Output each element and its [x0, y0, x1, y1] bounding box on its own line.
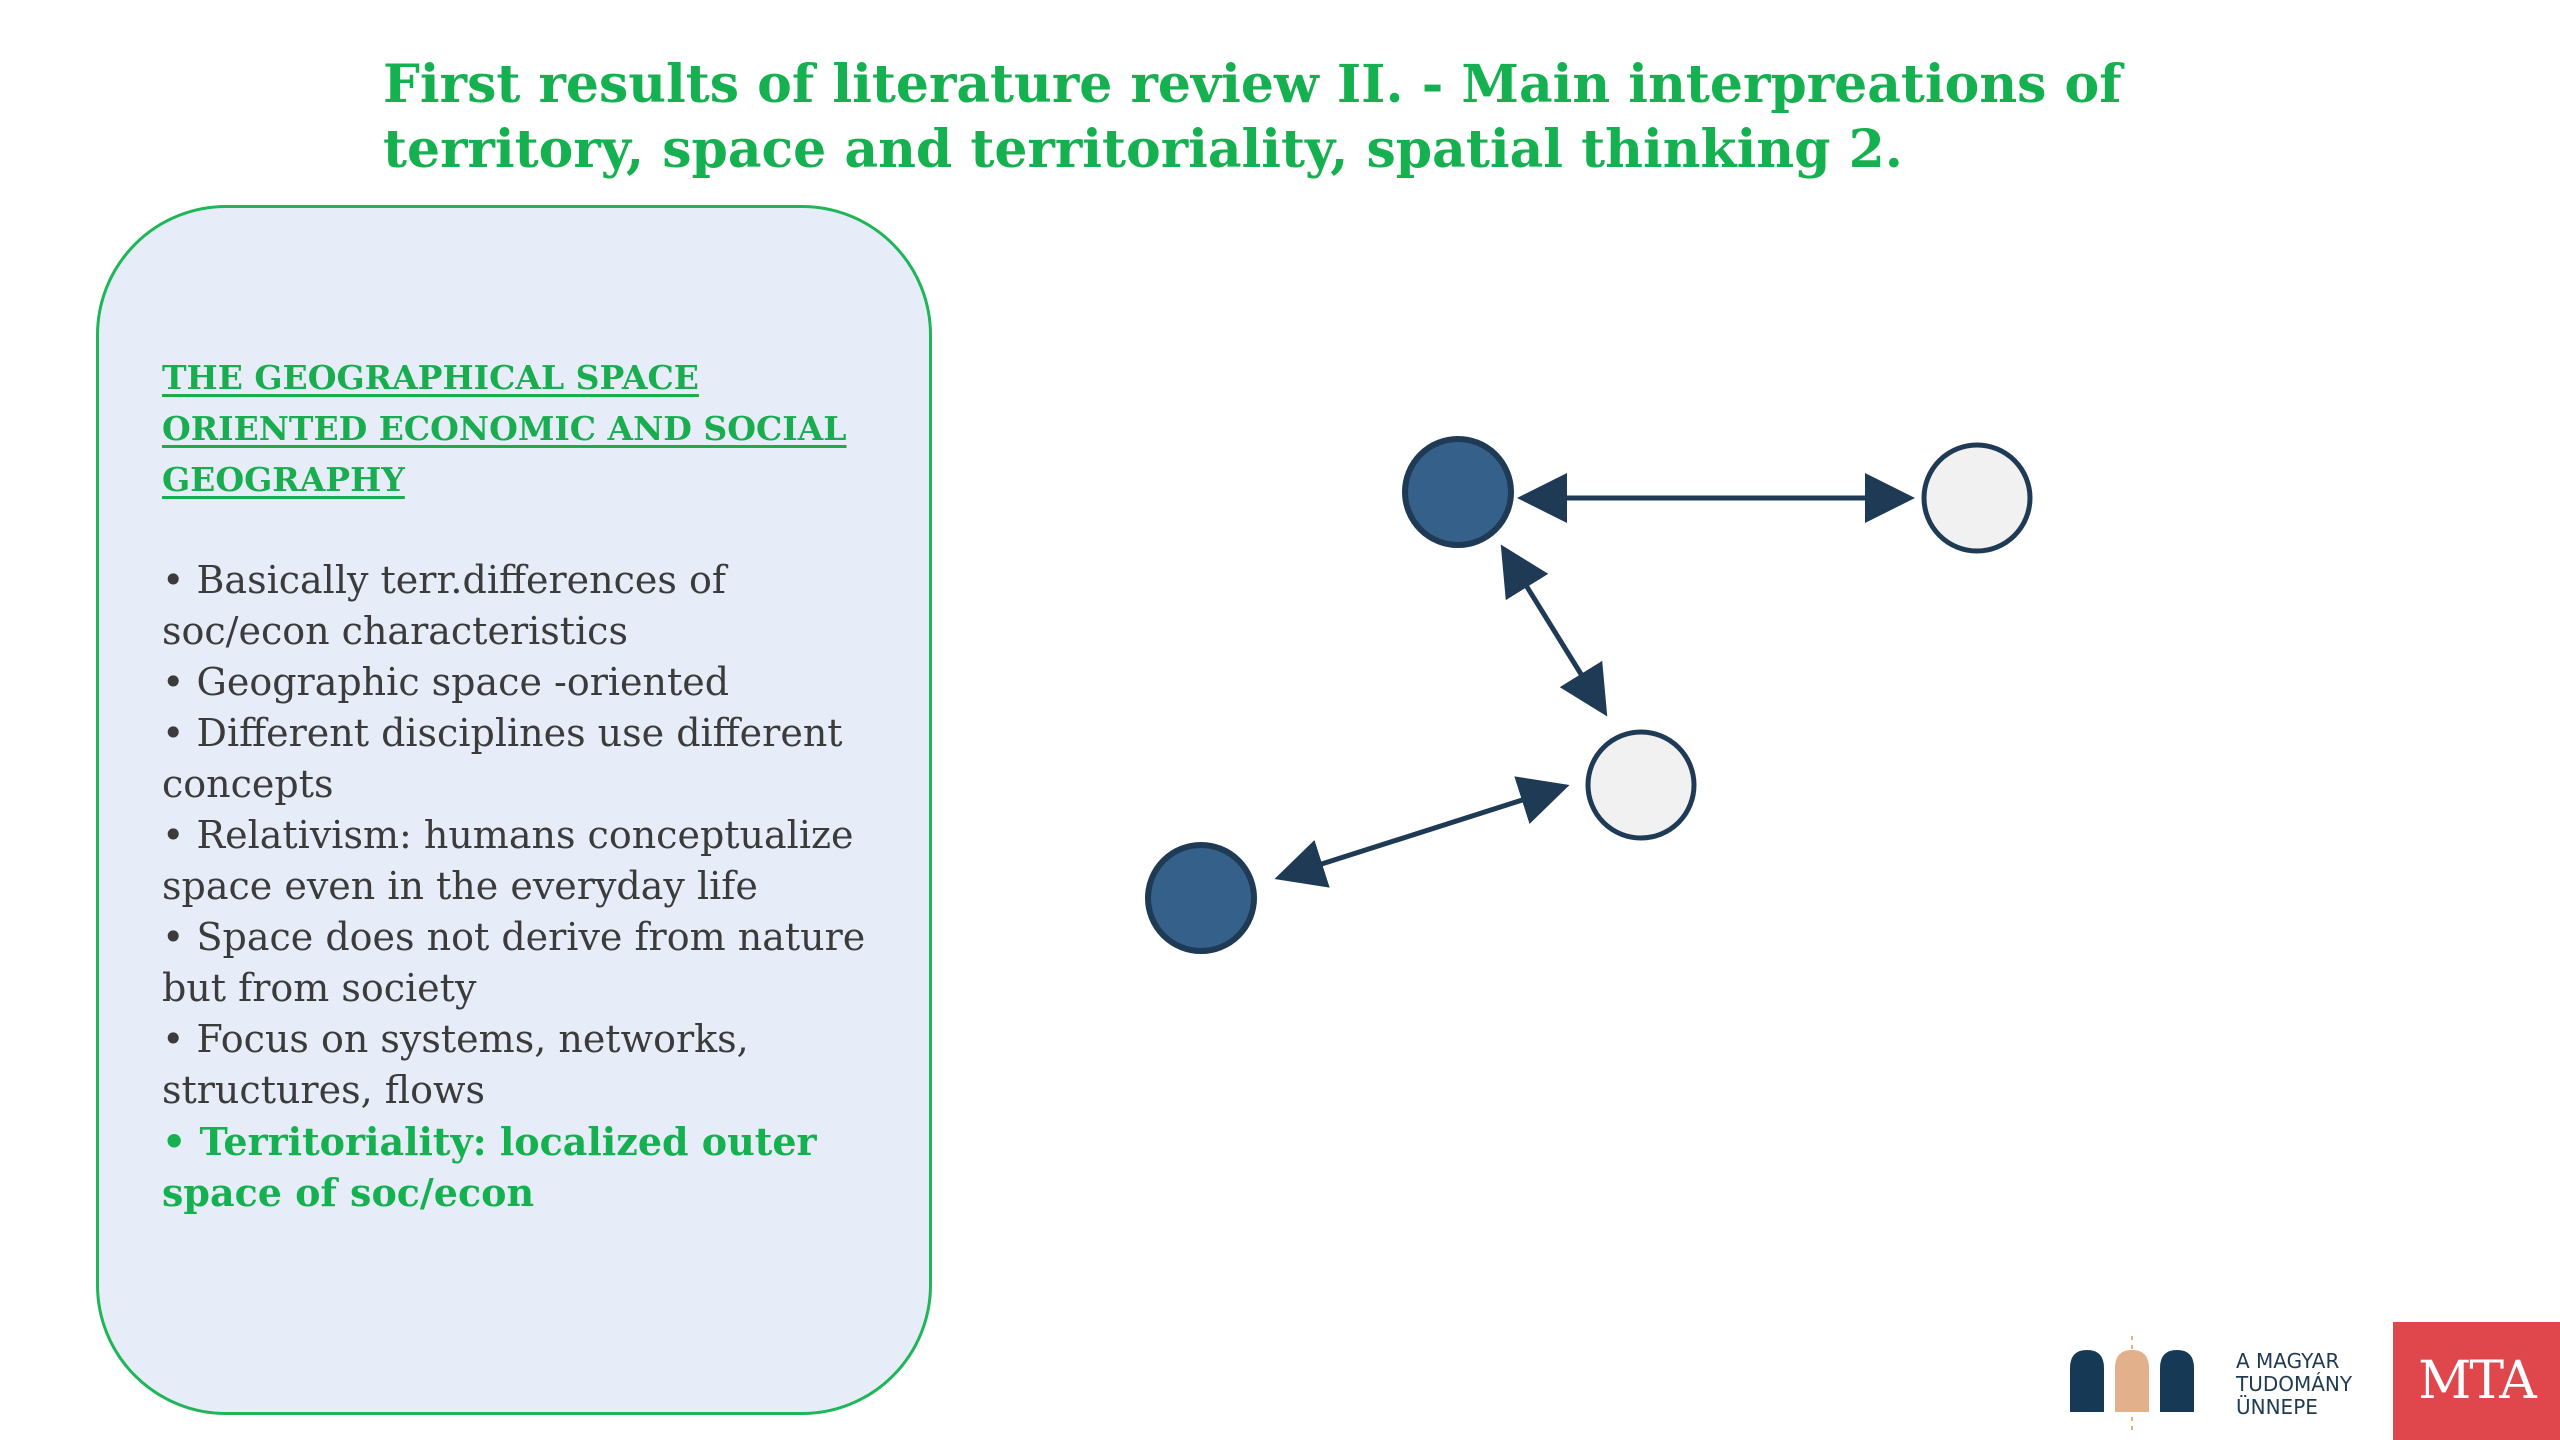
slide-title: First results of literature review II. -…	[383, 52, 2122, 182]
bullet-item-2: • Geographic space -oriented	[162, 657, 882, 708]
bullet-list: • Basically terr.differences of soc/econ…	[162, 555, 882, 1218]
bullet-3-line-2: concepts	[162, 762, 334, 806]
bullet-item-6: • Focus on systems, networks, structures…	[162, 1014, 882, 1116]
text-panel	[96, 205, 932, 1415]
bullet-5-line-1: • Space does not derive from nature	[162, 915, 866, 959]
bullet-1-line-2: soc/econ characteristics	[162, 609, 628, 653]
panel-heading-line-3: GEOGRAPHY	[162, 460, 405, 499]
slide-title-line-2: territory, space and territoriality, spa…	[383, 119, 1903, 180]
bullet-6-line-2: structures, flows	[162, 1068, 485, 1112]
bullet-3-line-1: • Different disciplines use different	[162, 711, 843, 755]
bullet-7-line-2: space of soc/econ	[162, 1170, 535, 1215]
bullet-1-line-1: • Basically terr.differences of	[162, 558, 726, 602]
bullet-item-1: • Basically terr.differences of soc/econ…	[162, 555, 882, 657]
bullet-2-line-1: • Geographic space -oriented	[162, 660, 730, 704]
logo-text: A MAGYAR TUDOMÁNY ÜNNEPE	[2236, 1350, 2352, 1419]
bullet-6-line-1: • Focus on systems, networks,	[162, 1017, 749, 1061]
node-middle	[1585, 729, 1697, 841]
panel-heading-line-2: ORIENTED ECONOMIC AND SOCIAL	[162, 409, 847, 448]
bullet-4-line-2: space even in the everyday life	[162, 864, 758, 908]
logo-text-line-2: TUDOMÁNY	[2236, 1372, 2353, 1396]
slide-title-line-1: First results of literature review II. -…	[383, 54, 2122, 115]
panel-heading-line-1: THE GEOGRAPHICAL SPACE	[162, 358, 699, 397]
node-bottom-left	[1145, 842, 1257, 954]
edge-middle-to-bottom-left	[1274, 776, 1570, 888]
bullet-5-line-2: but from society	[162, 966, 477, 1010]
panel-heading: THE GEOGRAPHICAL SPACE ORIENTED ECONOMIC…	[162, 352, 882, 505]
logo-arch-right	[2160, 1350, 2194, 1412]
bullet-7-line-1: • Territoriality: localized outer	[162, 1119, 817, 1164]
logo-arch-left	[2070, 1350, 2104, 1412]
bullet-item-7-emphasis: • Territoriality: localized outer space …	[162, 1116, 882, 1218]
node-top-left	[1402, 436, 1514, 548]
mta-logo: MTA	[2393, 1322, 2560, 1440]
bullet-item-4: • Relativism: humans conceptualize space…	[162, 810, 882, 912]
bullet-item-3: • Different disciplines use different co…	[162, 708, 882, 810]
magyar-tudomany-unnepe-logo	[2070, 1336, 2194, 1430]
logo-text-line-1: A MAGYAR	[2236, 1349, 2340, 1373]
logo-text-line-3: ÜNNEPE	[2236, 1395, 2318, 1419]
bullet-4-line-1: • Relativism: humans conceptualize	[162, 813, 854, 857]
edge-top-left-to-middle	[1500, 544, 1608, 717]
bullet-item-5: • Space does not derive from nature but …	[162, 912, 882, 1014]
node-top-right	[1921, 442, 2033, 554]
